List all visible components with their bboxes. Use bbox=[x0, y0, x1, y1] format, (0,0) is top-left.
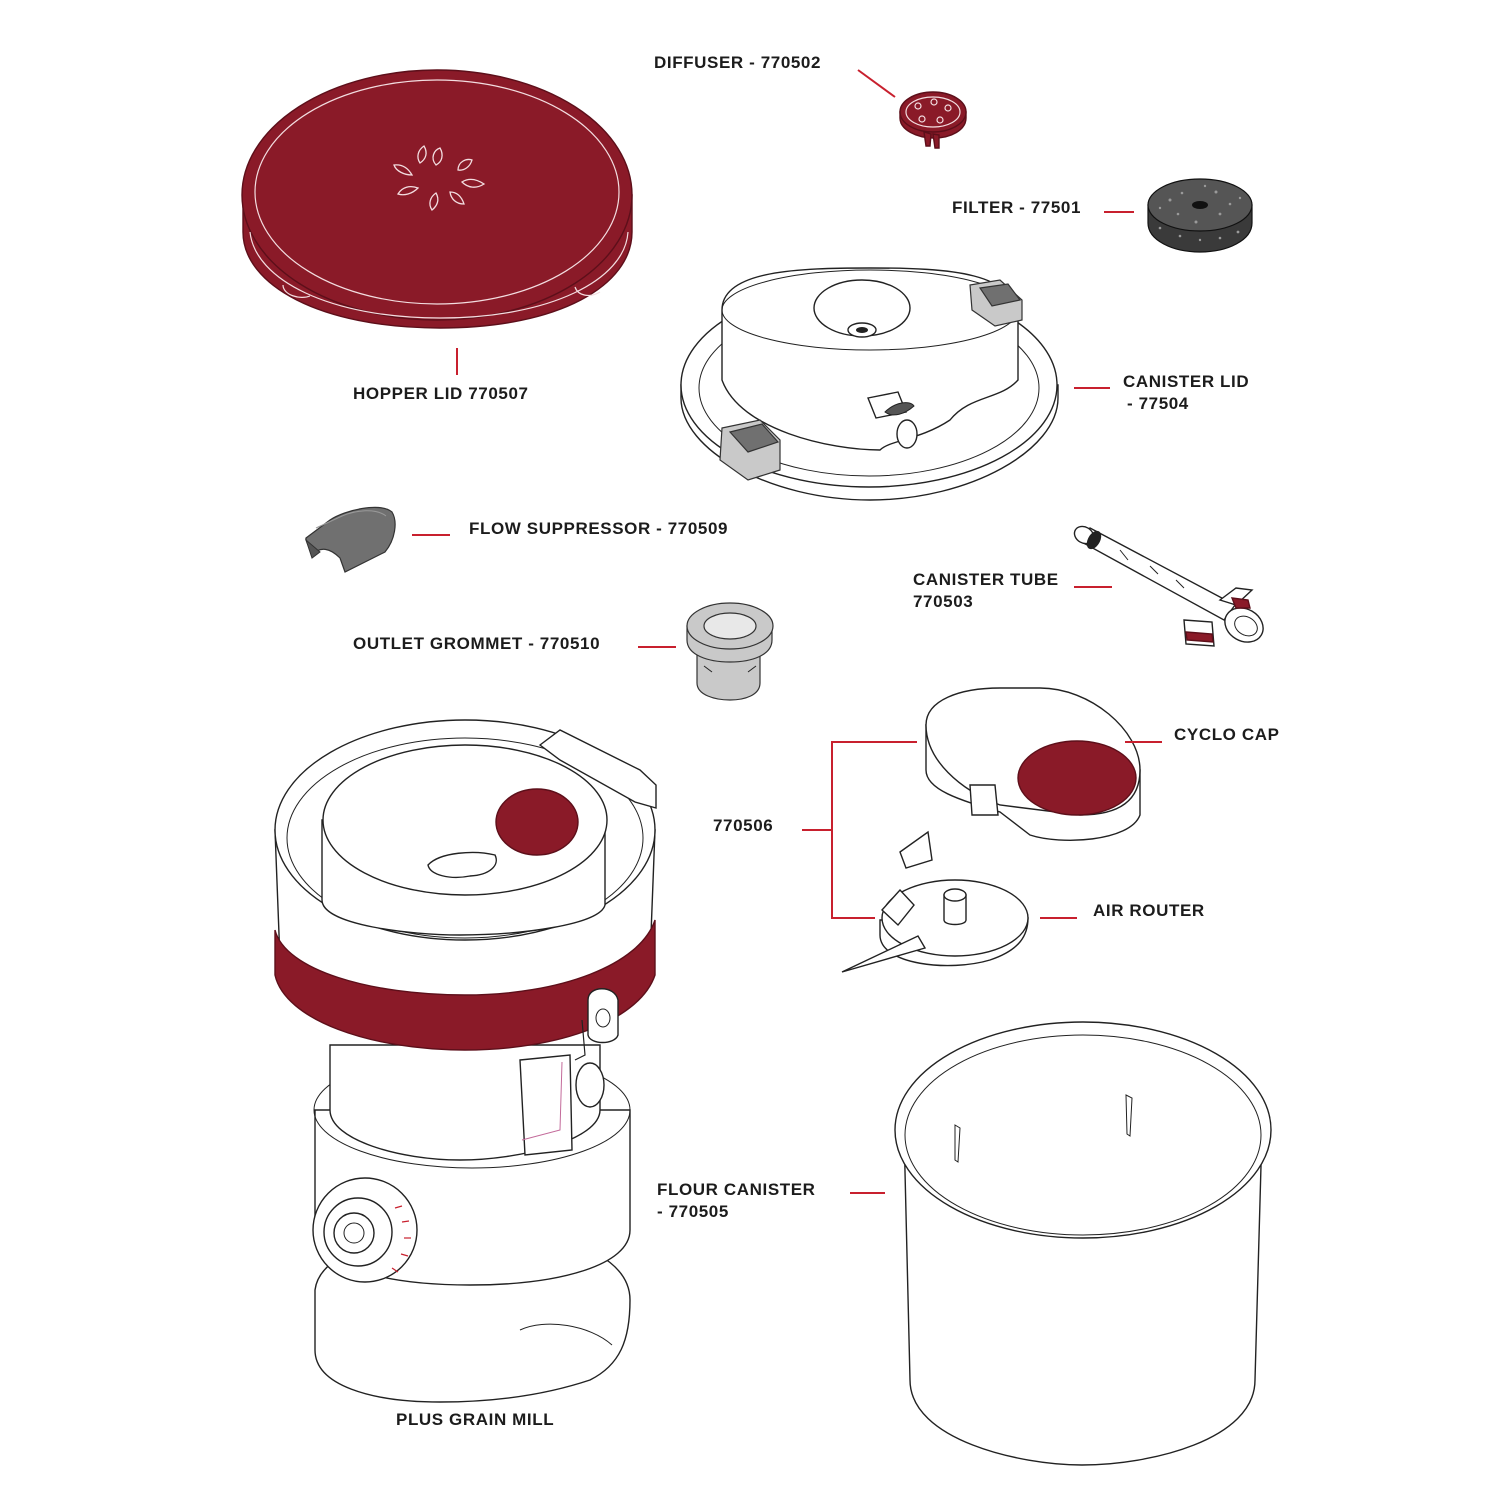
flour-canister-part[interactable] bbox=[894, 1021, 1272, 1466]
hopper-lid-label: HOPPER LID 770507 bbox=[353, 384, 529, 403]
plus-grain-mill-label: PLUS GRAIN MILL bbox=[396, 1410, 555, 1429]
leaf-logo-icon bbox=[393, 145, 486, 211]
air-router-part[interactable] bbox=[841, 830, 1029, 973]
flour-canister-label: FLOUR CANISTER bbox=[657, 1180, 816, 1199]
group-770506-bracket bbox=[802, 741, 917, 919]
diffuser-part[interactable] bbox=[899, 91, 967, 149]
flour-canister-number: - 770505 bbox=[657, 1202, 729, 1221]
canister-tube-label: CANISTER TUBE bbox=[913, 570, 1059, 589]
diffuser-leader-line bbox=[857, 69, 896, 98]
group-770506-label: 770506 bbox=[713, 816, 774, 835]
outlet-grommet-label: OUTLET GROMMET - 770510 bbox=[353, 634, 601, 653]
canister-tube-part[interactable] bbox=[1071, 523, 1269, 649]
canister-lid-number: - 77504 bbox=[1127, 394, 1189, 413]
diffuser-label: DIFFUSER - 770502 bbox=[654, 53, 822, 72]
canister-lid-clip-right bbox=[969, 279, 1023, 327]
cyclo-cap-part[interactable] bbox=[925, 687, 1141, 841]
filter-part[interactable] bbox=[1147, 178, 1253, 253]
canister-lid-label: CANISTER LID bbox=[1123, 372, 1250, 391]
hopper-lid-part[interactable] bbox=[241, 69, 633, 329]
flow-suppressor-label: FLOW SUPPRESSOR - 770509 bbox=[469, 519, 729, 538]
cyclo-cap-label: CYCLO CAP bbox=[1174, 725, 1280, 744]
plus-grain-mill-part[interactable] bbox=[274, 719, 657, 1403]
canister-tube-number: 770503 bbox=[913, 592, 974, 611]
canister-lid-part[interactable] bbox=[680, 267, 1059, 501]
outlet-grommet-part[interactable] bbox=[686, 602, 774, 701]
filter-label: FILTER - 77501 bbox=[952, 198, 1082, 217]
canister-lid-clip-left bbox=[719, 419, 781, 481]
air-router-label: AIR ROUTER bbox=[1093, 901, 1205, 920]
flow-suppressor-part[interactable] bbox=[304, 506, 396, 573]
